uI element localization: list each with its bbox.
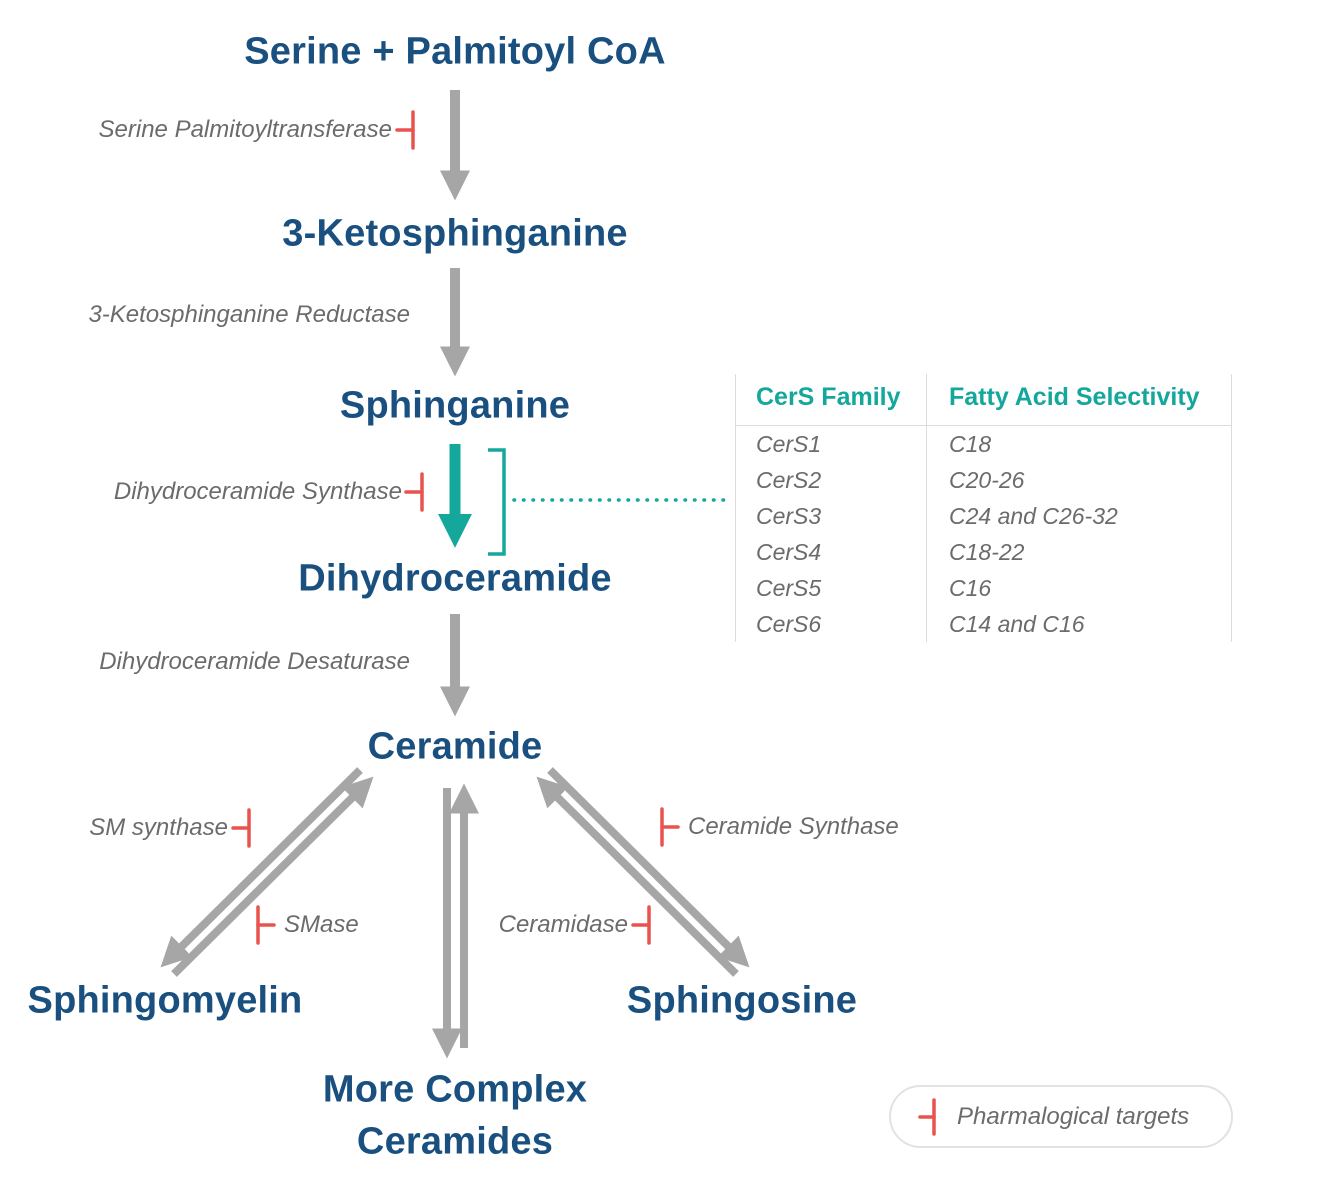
node-3-ketosphinganine: 3-Ketosphinganine [282, 212, 628, 255]
enzyme-dihydroceramide-synthase: Dihydroceramide Synthase [113, 478, 402, 505]
node-serine-palmitoyl-coa: Serine + Palmitoyl CoA [244, 30, 666, 73]
enzyme-serine-palmitoyltransferase: Serine Palmitoyltransferase [98, 116, 392, 143]
table-cell-selectivity: C18 [926, 426, 1231, 462]
table-header-cers-family: CerS Family [736, 374, 926, 426]
enzyme-smase: SMase [284, 911, 359, 938]
legend-pharmacological-targets: Pharmalogical targets [889, 1085, 1233, 1148]
table-cell-family: CerS1 [756, 430, 822, 457]
arrow-sphingomyelin-to-ceramide [171, 776, 374, 977]
enzyme-sm-synthase: SM synthase [89, 814, 228, 841]
table-cell-family: CerS4 [756, 538, 822, 565]
arrow-ceramide-to-sphingomyelin [160, 767, 363, 968]
inhibitor-icon-smase [256, 905, 276, 945]
cers-bracket [488, 448, 506, 556]
table-cell-family: CerS2 [756, 466, 822, 493]
inhibitor-icon-ceramide-synthase [660, 807, 680, 847]
node-sphingomyelin: Sphingomyelin [27, 979, 303, 1022]
enzyme-ceramide-synthase: Ceramide Synthase [688, 813, 899, 840]
node-dihydroceramide: Dihydroceramide [298, 557, 612, 600]
inhibitor-icon-ceramidase [631, 905, 651, 945]
enzyme-3-ketosphinganine-reductase: 3-Ketosphinganine Reductase [88, 301, 410, 328]
enzyme-dihydroceramide-desaturase: Dihydroceramide Desaturase [99, 648, 410, 675]
table-cell-selectivity: C14 and C16 [926, 606, 1231, 642]
node-ceramide: Ceramide [367, 725, 543, 768]
enzyme-ceramidase: Ceramidase [498, 911, 628, 938]
inhibitor-icon-spt [395, 110, 415, 150]
table-cell-selectivity: C16 [926, 570, 1231, 606]
inhibitor-icon-sm-synthase [231, 808, 251, 848]
node-sphingosine: Sphingosine [626, 979, 858, 1022]
table-cell-family: CerS3 [756, 502, 822, 529]
table-cell-selectivity: C20-26 [926, 462, 1231, 498]
table-cell-selectivity: C18-22 [926, 534, 1231, 570]
arrow-ceramide-to-sphingosine [547, 767, 750, 968]
inhibitor-icon [918, 1097, 936, 1136]
cers-family-table: CerS Family Fatty Acid Selectivity CerS1… [735, 374, 1232, 642]
legend-label: Pharmalogical targets [957, 1102, 1190, 1130]
node-more-complex-ceramides: More Complex Ceramides [322, 1068, 588, 1163]
inhibitor-icon-dcs [404, 472, 424, 512]
table-cell-family: CerS5 [756, 574, 822, 601]
node-sphinganine: Sphinganine [339, 384, 571, 427]
arrow-sphingosine-to-ceramide [536, 776, 739, 977]
table-cell-selectivity: C24 and C26-32 [926, 498, 1231, 534]
table-header-fatty-acid-selectivity: Fatty Acid Selectivity [926, 374, 1231, 426]
table-cell-family: CerS6 [756, 610, 822, 637]
